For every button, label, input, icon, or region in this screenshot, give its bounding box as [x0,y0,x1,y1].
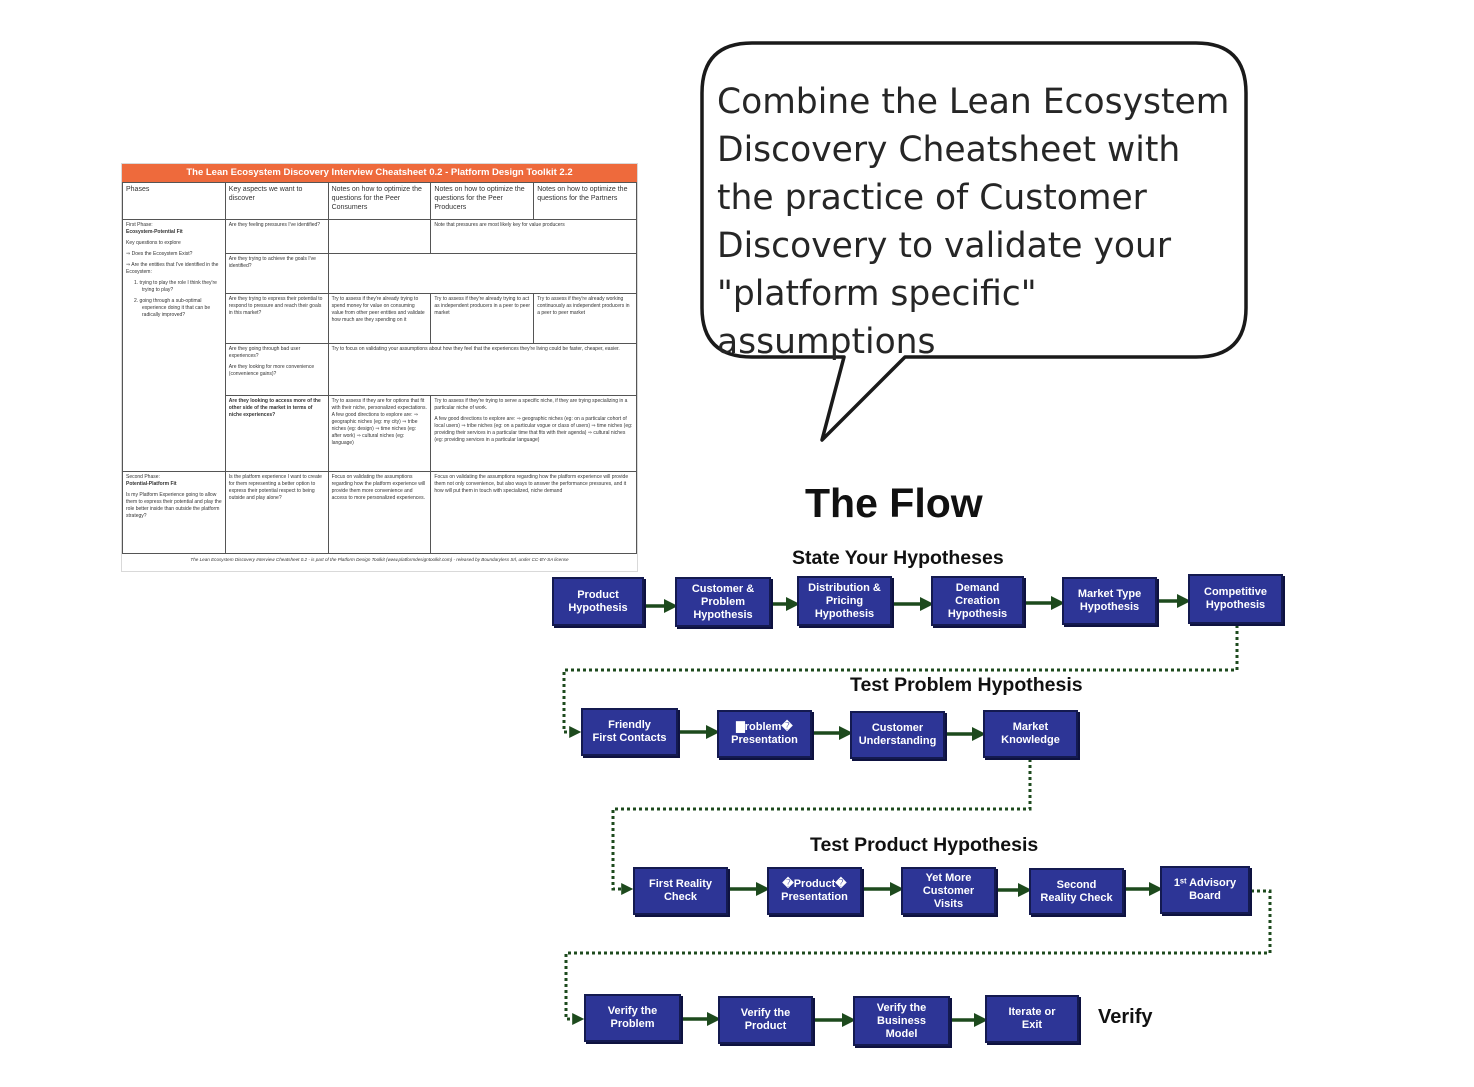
phase2-key: Is the platform experience I want to cre… [224,471,329,554]
phase1-q2a: 1. trying to play the role I think they'… [134,280,217,293]
step-problem-presentation: ▇roblem� Presentation [717,710,812,758]
phase2-label: Second Phase: [126,474,160,480]
step-competitive-hypothesis: Competitive Hypothesis [1188,574,1283,624]
step-iterate-or-exit: Iterate or Exit [985,995,1079,1043]
row4-key2: Are they looking for more convenience (c… [228,364,315,377]
step-demand-creation-hypothesis: Demand Creation Hypothesis [931,576,1024,626]
row5-producers-2: A few good directions to explore are: ⇒ … [434,416,633,443]
step-second-reality-check: Second Reality Check [1029,868,1124,915]
phase2-name: Potential-Platform Fit [126,481,177,487]
header-partners: Notes on how to optimize the questions f… [533,182,637,220]
step-verify-product: Verify the Product [718,996,813,1044]
phase2-question: Is my Platform Experience going to allow… [126,492,222,519]
row3-consumers: Try to assess if they're already trying … [327,293,432,344]
cheatsheet-title: The Lean Ecosystem Discovery Interview C… [122,164,637,182]
stage-title-verify: Verify [1098,1006,1153,1028]
row3-partners: Try to assess if they're already working… [533,293,637,344]
phase2-producers: Focus on validating the assumptions rega… [430,471,637,554]
phase1-label: First Phase: [126,222,153,228]
stage-connector [564,889,1272,1025]
step-advisory-board: 1ˢᵗ Advisory Board [1160,866,1250,914]
row5-consumers: Try to assess if they are for options th… [327,395,432,472]
row4-key: Are they going through bad user experien… [228,346,301,359]
phase2-consumers: Focus on validating the assumptions rega… [327,471,432,554]
step-customer-understanding: Customer Understanding [850,711,945,759]
row1-key: Are they feeling pressures I've identifi… [224,219,329,254]
row5-producers-cell: Try to assess if they're trying to serve… [430,395,637,472]
row4-note: Try to focus on validating your assumpti… [327,343,637,396]
cheatsheet-table: Phases Key aspects we want to discover N… [122,182,637,554]
step-yet-more-customer-visits: Yet More Customer Visits [901,867,996,915]
phase1-cell: First Phase: Ecosystem-Potential Fit Key… [122,219,226,472]
step-friendly-first-contacts: Friendly First Contacts [581,708,678,756]
header-producers: Notes on how to optimize the questions f… [430,182,535,220]
step-market-type-hypothesis: Market Type Hypothesis [1062,577,1157,625]
row5-producers: Try to assess if they're trying to serve… [434,398,628,411]
table-row: Are they looking to access more of the o… [123,395,637,472]
step-verify-problem: Verify the Problem [584,994,681,1042]
row5-key: Are they looking to access more of the o… [224,395,329,472]
phase1-name: Ecosystem-Potential Fit [126,229,183,235]
cheatsheet-header-row: Phases Key aspects we want to discover N… [122,182,637,220]
speech-bubble-text: Combine the Lean Ecosystem Discovery Che… [717,82,1230,362]
table-row: Are they trying to achieve the goals I'v… [123,253,637,294]
step-distribution-pricing-hypothesis: Distribution & Pricing Hypothesis [797,576,892,626]
cheatsheet-footer: The Lean Ecosystem Discovery Interview C… [190,557,569,562]
step-verify-business-model: Verify the Business Model [853,996,950,1046]
table-row: Second Phase: Potential-Platform Fit Is … [122,471,637,554]
speech-bubble-outline [700,41,1248,442]
phase1-q2b: 2. going through a sub-optimal experienc… [134,298,211,318]
row3-key: Are they trying to express their potenti… [224,293,329,344]
phase1-q2: ⇒ Are the entities that I've identified … [126,262,219,275]
stage-connector [562,625,1239,738]
step-customer-problem-hypothesis: Customer & Problem Hypothesis [675,577,771,627]
stage-connector [611,759,1032,895]
table-row: Are they going through bad user experien… [123,343,637,396]
stage-title-problem: Test Problem Hypothesis [850,674,1083,696]
step-market-knowledge: Market Knowledge [983,710,1078,758]
stage-title-product: Test Product Hypothesis [810,834,1039,856]
table-row: First Phase: Ecosystem-Potential Fit Key… [122,219,637,472]
phase2-cell: Second Phase: Potential-Platform Fit Is … [122,471,226,554]
stage-title-hypotheses: State Your Hypotheses [792,547,1004,569]
step-first-reality-check: First Reality Check [633,867,728,915]
step-product-hypothesis: Product Hypothesis [552,577,644,626]
row4-key-cell: Are they going through bad user experien… [224,343,329,396]
phase1-key-questions: Key questions to explore [126,240,181,246]
step-product-presentation: �Product� Presentation [767,867,862,915]
header-phases: Phases [122,182,226,220]
flow-title: The Flow [805,480,983,526]
cheatsheet-image: The Lean Ecosystem Discovery Interview C… [121,163,638,572]
header-key-aspects: Key aspects we want to discover [224,182,329,220]
phase1-q1: ⇒ Does the Ecosystem Exist? [126,251,193,257]
row2-key: Are they trying to achieve the goals I'v… [224,253,329,294]
